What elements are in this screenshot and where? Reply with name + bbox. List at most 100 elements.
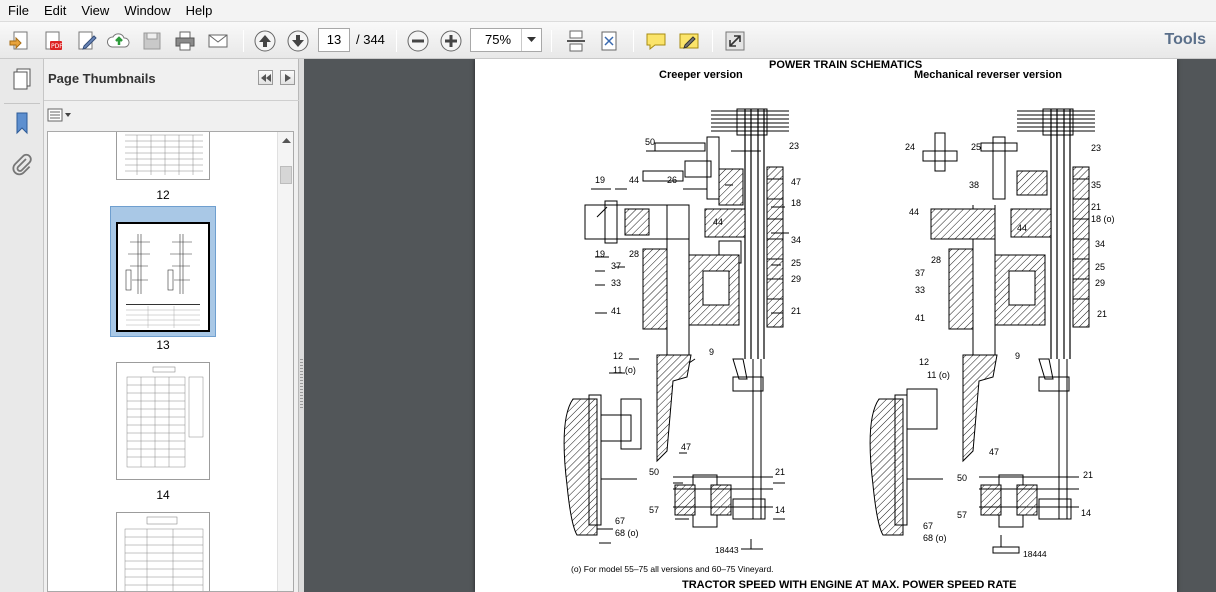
left-caption: Creeper version	[659, 69, 743, 81]
thumbnails-panel-header: Page Thumbnails	[44, 59, 299, 101]
comment-icon[interactable]	[642, 27, 670, 55]
upload-cloud-icon[interactable]	[105, 27, 133, 55]
part-label: 47	[989, 447, 1000, 457]
figure-id: 18444	[1023, 549, 1047, 559]
page-number-input[interactable]: 13	[318, 28, 350, 52]
pdf-page: POWER TRAIN SCHEMATICS Creeper version M…	[475, 59, 1177, 592]
part-label: 26	[667, 175, 678, 185]
part-label: 33	[611, 278, 622, 288]
splitter-grip[interactable]	[300, 359, 303, 409]
part-label: 41	[611, 306, 622, 316]
navigation-pane	[0, 59, 44, 592]
part-label: 28	[931, 255, 942, 265]
toolbar-separator	[243, 30, 244, 52]
thumbnail-label: 13	[156, 338, 170, 352]
part-label: 25	[791, 258, 802, 268]
fit-page-icon[interactable]	[595, 27, 623, 55]
part-label: 12	[613, 351, 624, 361]
save-icon[interactable]	[138, 27, 166, 55]
part-label: 44	[713, 217, 724, 227]
menu-help[interactable]: Help	[185, 3, 213, 18]
next-page-icon[interactable]	[284, 27, 312, 55]
zoom-in-icon[interactable]	[437, 27, 465, 55]
part-label: 14	[1081, 508, 1092, 518]
part-label: 25	[1095, 262, 1106, 272]
part-label: 57	[957, 510, 968, 520]
part-label: 18	[791, 198, 802, 208]
part-label: 9	[1015, 351, 1021, 361]
edit-document-icon[interactable]	[73, 27, 101, 55]
zoom-value: 75%	[485, 32, 512, 47]
toolbar-separator	[712, 30, 713, 52]
part-label: 28	[629, 249, 640, 259]
thumbnail-page-15[interactable]	[116, 512, 210, 591]
scroll-up-icon[interactable]	[278, 132, 293, 148]
page-thumbnails-icon[interactable]	[8, 65, 36, 93]
figure-id: 18443	[715, 545, 739, 555]
thumbnail-list[interactable]: 12 13	[47, 131, 294, 592]
left-top-gears	[711, 108, 789, 136]
part-label: 44	[1017, 223, 1028, 233]
pdf-file-icon[interactable]: PDF	[39, 27, 67, 55]
previous-page-icon[interactable]	[251, 27, 279, 55]
part-label: 68 (o)	[615, 528, 639, 538]
tools-button[interactable]: Tools	[1164, 31, 1206, 48]
thumbnails-panel: Page Thumbnails 12	[44, 59, 299, 592]
highlight-icon[interactable]	[675, 27, 703, 55]
email-icon[interactable]	[204, 27, 232, 55]
print-icon[interactable]	[171, 27, 199, 55]
part-label: 19	[595, 249, 606, 259]
collapse-panel-icon[interactable]	[258, 70, 273, 85]
menu-bar: File Edit View Window Help	[0, 0, 1216, 21]
part-label: 47	[791, 177, 802, 187]
toolbar-separator	[633, 30, 634, 52]
thumbnail-label: 14	[156, 488, 170, 502]
part-label: 18 (o)	[1091, 214, 1115, 224]
part-label: 25	[971, 142, 982, 152]
part-label: 47	[681, 442, 692, 452]
thumbnail-page-14[interactable]	[116, 362, 210, 480]
part-label: 68 (o)	[923, 533, 947, 543]
zoom-out-icon[interactable]	[404, 27, 432, 55]
part-label: 34	[1095, 239, 1106, 249]
part-label: 33	[915, 285, 926, 295]
zoom-select[interactable]: 75%	[470, 28, 542, 52]
part-label: 35	[1091, 180, 1102, 190]
part-label: 23	[1091, 143, 1102, 153]
thumbnail-page-12[interactable]	[116, 132, 210, 180]
menu-view[interactable]: View	[81, 3, 110, 18]
panel-splitter[interactable]	[299, 59, 304, 592]
menu-edit[interactable]: Edit	[43, 3, 67, 18]
part-label: 41	[915, 313, 926, 323]
attachments-icon[interactable]	[8, 151, 36, 179]
bookmarks-icon[interactable]	[8, 109, 36, 137]
document-viewport[interactable]: POWER TRAIN SCHEMATICS Creeper version M…	[304, 59, 1216, 592]
panel-title: Page Thumbnails	[48, 71, 156, 86]
part-label: 11 (o)	[613, 365, 636, 375]
part-label: 57	[649, 505, 660, 515]
part-label: 67	[923, 521, 934, 531]
part-label: 37	[915, 268, 926, 278]
panel-options-button[interactable]	[47, 107, 73, 123]
part-label: 37	[611, 261, 622, 271]
thumbnail-page-13[interactable]	[116, 222, 210, 332]
part-label: 50	[649, 467, 660, 477]
part-label: 50	[957, 473, 968, 483]
scrollbar-thumb[interactable]	[280, 166, 292, 184]
menu-window[interactable]: Window	[124, 3, 171, 18]
expand-panel-icon[interactable]	[280, 70, 295, 85]
thumbnail-scrollbar[interactable]	[277, 132, 293, 591]
menu-file[interactable]: File	[8, 3, 29, 18]
part-label: 19	[595, 175, 606, 185]
nav-separator	[4, 103, 40, 104]
part-label: 29	[1095, 278, 1106, 288]
right-caption: Mechanical reverser version	[914, 69, 1062, 81]
part-label: 21	[1097, 309, 1108, 319]
create-pdf-icon[interactable]	[6, 27, 34, 55]
chevron-down-icon[interactable]	[521, 29, 541, 51]
scrolling-mode-icon[interactable]	[562, 27, 590, 55]
part-label: 23	[789, 141, 800, 151]
part-label: 44	[629, 175, 640, 185]
part-label: 12	[919, 357, 930, 367]
full-screen-icon[interactable]	[721, 27, 749, 55]
